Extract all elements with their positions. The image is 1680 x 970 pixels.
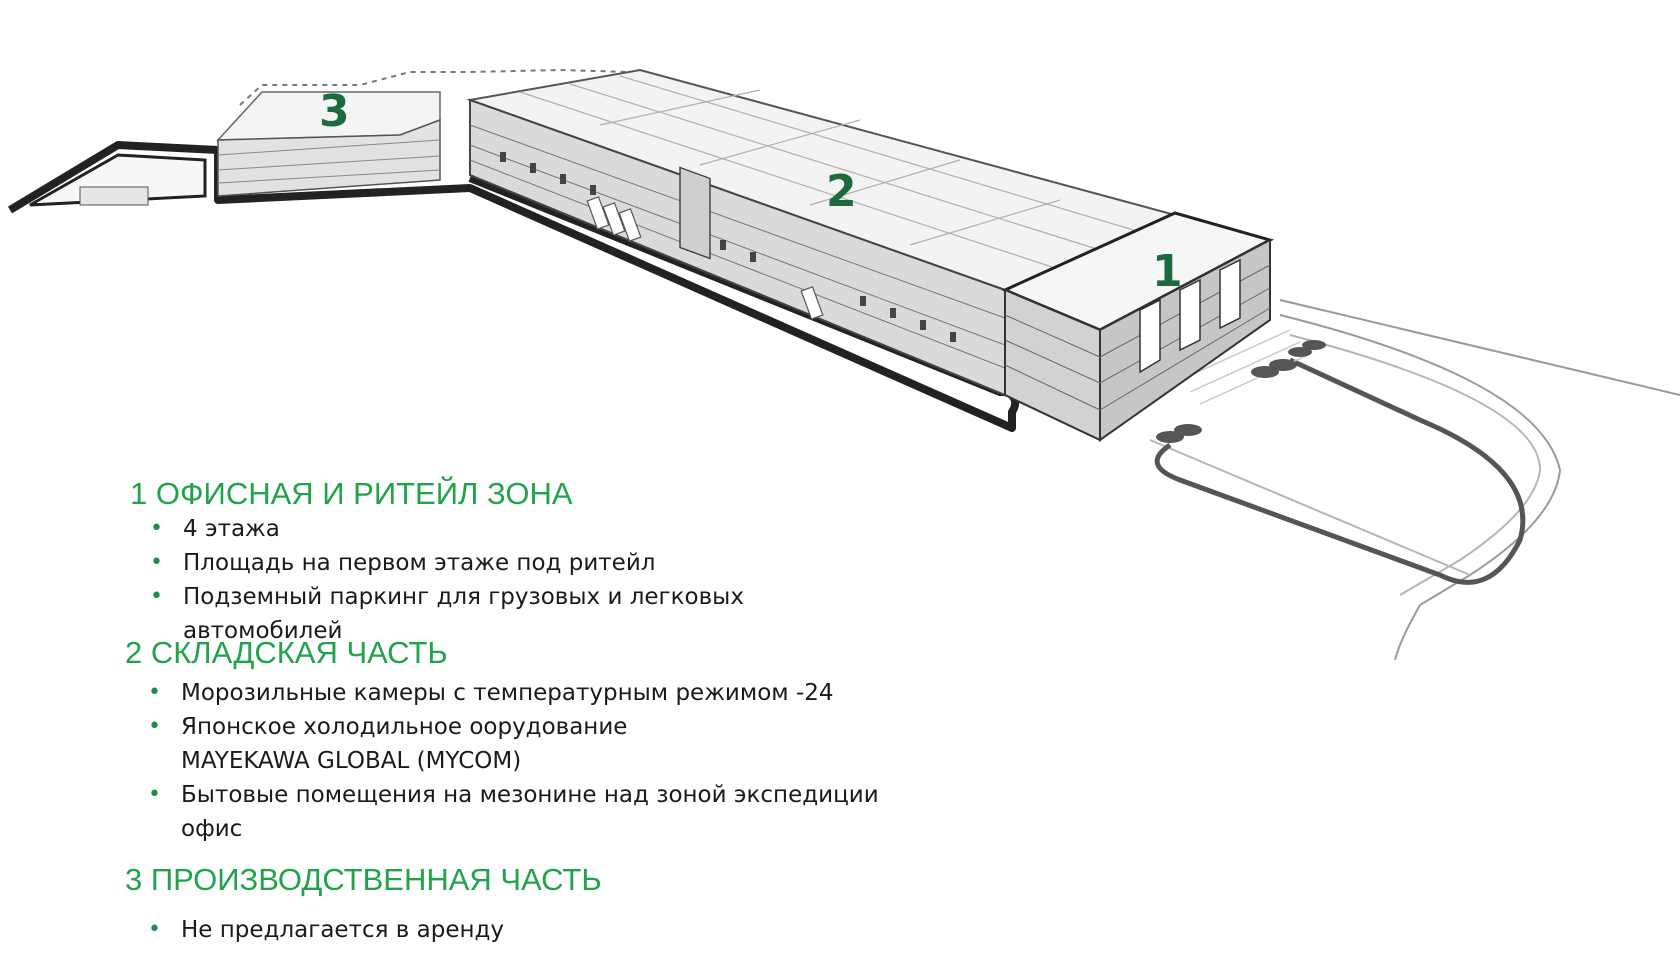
connector-block bbox=[679, 166, 711, 260]
road bbox=[1279, 299, 1680, 660]
zone-marker-2: 2 bbox=[826, 166, 857, 217]
list-item: Подземный паркинг для грузовых и легковы… bbox=[150, 580, 910, 648]
trucks bbox=[586, 196, 824, 320]
office-fins bbox=[1139, 258, 1241, 374]
section-list-office-retail: 4 этажа Площадь на первом этаже под рите… bbox=[150, 512, 910, 648]
building-complex-illustration bbox=[7, 68, 1680, 660]
loading-docks bbox=[500, 152, 956, 342]
list-item: Бытовые помещения на мезонине над зоной … bbox=[148, 778, 901, 846]
list-item: Не предлагается в аренду bbox=[148, 913, 908, 947]
zone-marker-3: 3 bbox=[319, 86, 350, 137]
section-list-warehouse: Морозильные камеры с температурным режим… bbox=[148, 676, 908, 846]
section-list-production: Не предлагается в аренду bbox=[148, 913, 908, 947]
list-item: Площадь на первом этаже под ритейл bbox=[150, 546, 910, 580]
road-inner bbox=[1149, 334, 1542, 596]
production-facade bbox=[217, 118, 441, 197]
list-item: Морозильные камеры с температурным режим… bbox=[148, 676, 908, 710]
section-title-production: 3 ПРОИЗВОДСТВЕННАЯ ЧАСТЬ bbox=[125, 862, 602, 897]
list-item: Японское холодильное оорудование MAYEKAW… bbox=[148, 710, 651, 778]
parked-cars bbox=[1156, 340, 1326, 443]
section-title-office-retail: 1 ОФИСНАЯ И РИТЕЙЛ ЗОНА bbox=[130, 476, 573, 511]
section-title-warehouse: 2 СКЛАДСКАЯ ЧАСТЬ bbox=[125, 635, 448, 670]
small-outbuilding bbox=[79, 186, 149, 206]
list-item: 4 этажа bbox=[150, 512, 910, 546]
parking-loop bbox=[1154, 357, 1526, 585]
zone-marker-1: 1 bbox=[1152, 246, 1183, 297]
